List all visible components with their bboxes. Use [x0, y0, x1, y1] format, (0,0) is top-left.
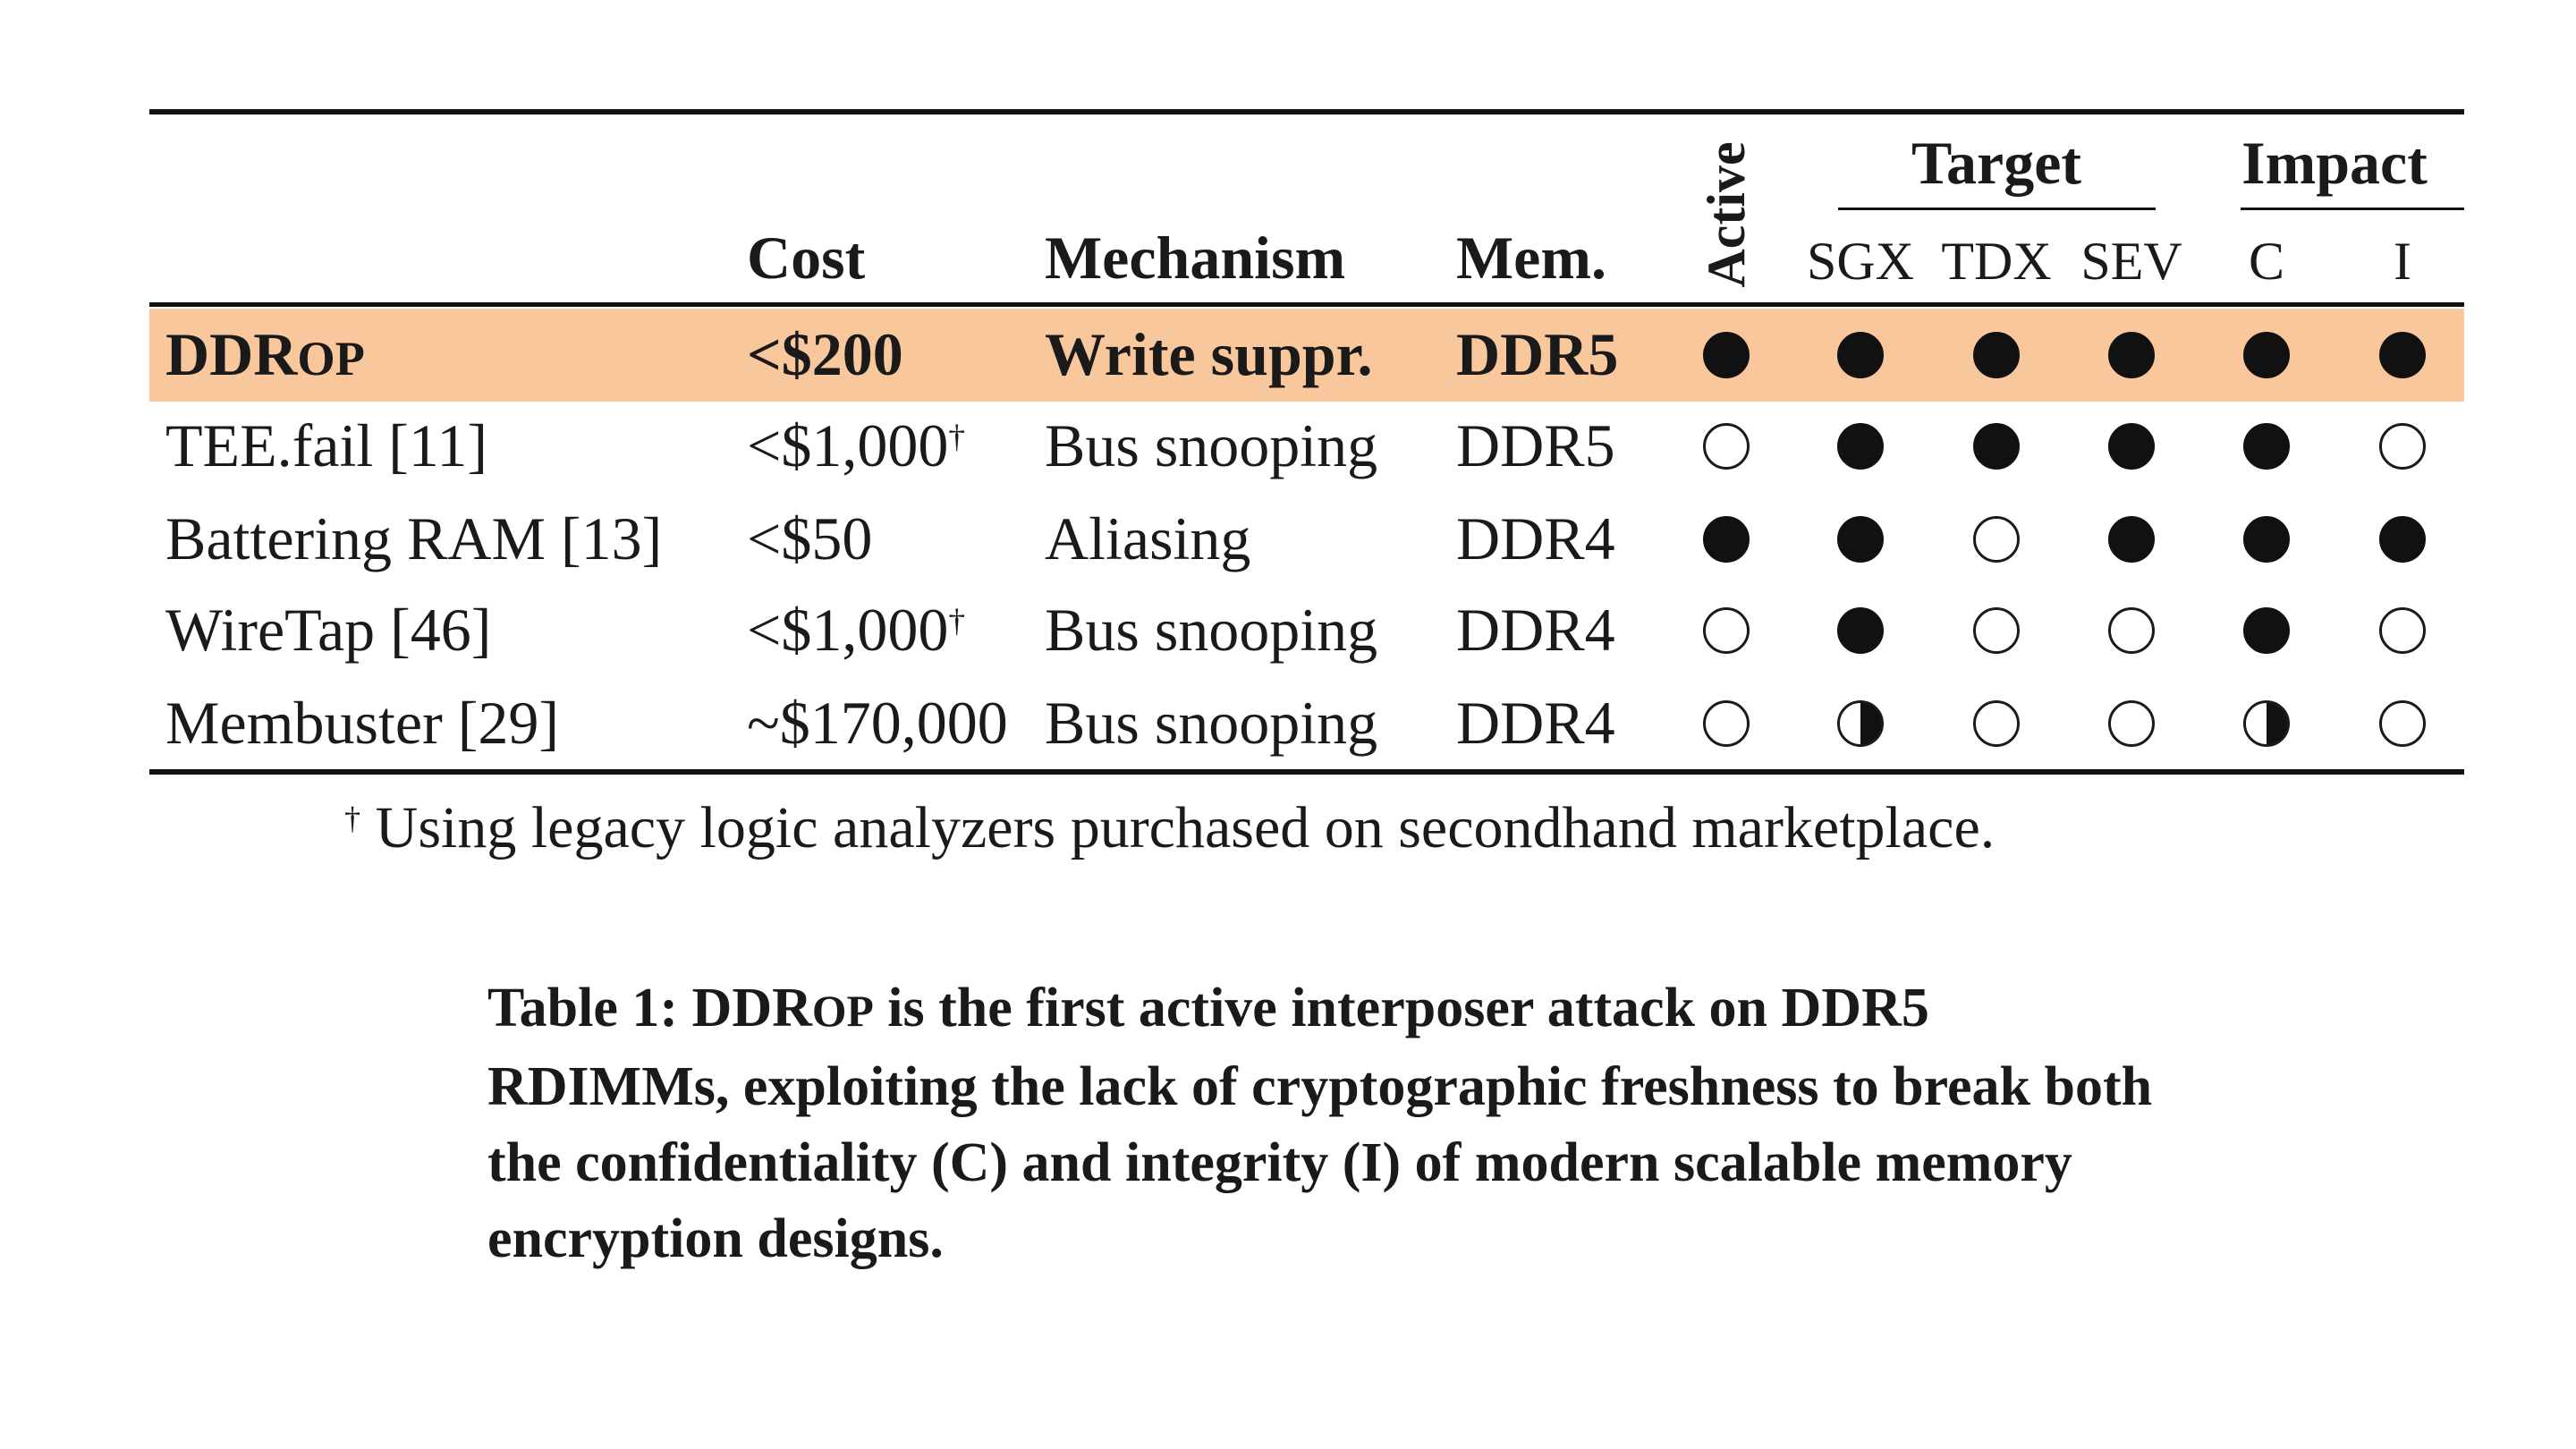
i-empty-circle-icon [2379, 700, 2426, 747]
cost-cell: <$200 [747, 320, 903, 388]
mechanism-cell: Write suppr. [1045, 320, 1373, 388]
attack-name: Membuster [29] [165, 689, 560, 757]
impact-group-rule [2241, 208, 2464, 210]
cost-cell: ~$170,000 [747, 689, 1008, 757]
caption-attack-name: DDROP [691, 978, 874, 1038]
tdx-full-circle-icon [1973, 332, 2020, 378]
attack-name: DDROP [165, 320, 365, 388]
footnote-text: Using legacy logic analyzers purchased o… [375, 795, 1996, 860]
tdx-empty-circle-icon [1973, 516, 2020, 563]
c-full-circle-icon [2243, 332, 2290, 378]
tdx-empty-circle-icon [1973, 700, 2020, 747]
cost-cell: <$1,000† [747, 411, 966, 479]
sev-full-circle-icon [2108, 423, 2155, 470]
sgx-half-circle-icon [1837, 700, 1884, 747]
memory-cell: DDR4 [1456, 596, 1615, 664]
tdx-full-circle-icon [1973, 423, 2020, 470]
header-active: Active [1697, 141, 1756, 288]
attack-name: Battering RAM [13] [165, 504, 663, 572]
sgx-full-circle-icon [1837, 423, 1884, 470]
header-sev: SEV [2080, 232, 2182, 291]
attack-name: WireTap [46] [165, 596, 492, 664]
tdx-empty-circle-icon [1973, 607, 2020, 654]
sev-empty-circle-icon [2108, 700, 2155, 747]
highlight-row-background [149, 309, 2464, 402]
memory-cell: DDR4 [1456, 689, 1615, 757]
i-full-circle-icon [2379, 516, 2426, 563]
c-full-circle-icon [2243, 423, 2290, 470]
bottom-rule [149, 769, 2464, 775]
header-sgx: SGX [1806, 232, 1915, 291]
sgx-full-circle-icon [1837, 516, 1884, 563]
mechanism-cell: Bus snooping [1045, 689, 1378, 757]
attack-name: TEE.fail [11] [165, 411, 487, 479]
sgx-full-circle-icon [1837, 332, 1884, 378]
c-full-circle-icon [2243, 607, 2290, 654]
memory-cell: DDR4 [1456, 504, 1615, 572]
footnote-dagger: † [344, 801, 361, 837]
active-full-circle-icon [1703, 516, 1750, 563]
active-empty-circle-icon [1703, 423, 1750, 470]
sev-empty-circle-icon [2108, 607, 2155, 654]
mechanism-cell: Bus snooping [1045, 596, 1378, 664]
sev-full-circle-icon [2108, 332, 2155, 378]
header-i: I [2394, 232, 2411, 291]
sgx-full-circle-icon [1837, 607, 1884, 654]
caption-text: is the first active interposer attack on… [487, 978, 2153, 1269]
table-footnote: † Using legacy logic analyzers purchased… [344, 799, 1995, 858]
target-group-rule [1838, 208, 2156, 210]
header-impact: Impact [2241, 129, 2428, 197]
cost-cell: <$1,000† [747, 596, 966, 664]
active-full-circle-icon [1703, 332, 1750, 378]
top-rule [149, 109, 2464, 114]
c-full-circle-icon [2243, 516, 2290, 563]
i-full-circle-icon [2379, 332, 2426, 378]
header-c: C [2248, 232, 2285, 291]
i-empty-circle-icon [2379, 423, 2426, 470]
i-empty-circle-icon [2379, 607, 2426, 654]
memory-cell: DDR5 [1456, 320, 1619, 388]
cost-cell: <$50 [747, 504, 873, 572]
mechanism-cell: Aliasing [1045, 504, 1251, 572]
header-tdx: TDX [1941, 232, 2052, 291]
header-cost: Cost [747, 224, 866, 292]
header-rule [149, 302, 2464, 307]
active-empty-circle-icon [1703, 700, 1750, 747]
sev-full-circle-icon [2108, 516, 2155, 563]
mechanism-cell: Bus snooping [1045, 411, 1378, 479]
caption-label: Table 1: [487, 978, 679, 1038]
memory-cell: DDR5 [1456, 411, 1615, 479]
table-caption: Table 1: DDROP is the first active inter… [487, 970, 2169, 1277]
header-target: Target [1911, 129, 2082, 197]
header-mechanism: Mechanism [1045, 224, 1346, 292]
c-half-circle-icon [2243, 700, 2290, 747]
header-mem: Mem. [1456, 224, 1607, 292]
active-empty-circle-icon [1703, 607, 1750, 654]
